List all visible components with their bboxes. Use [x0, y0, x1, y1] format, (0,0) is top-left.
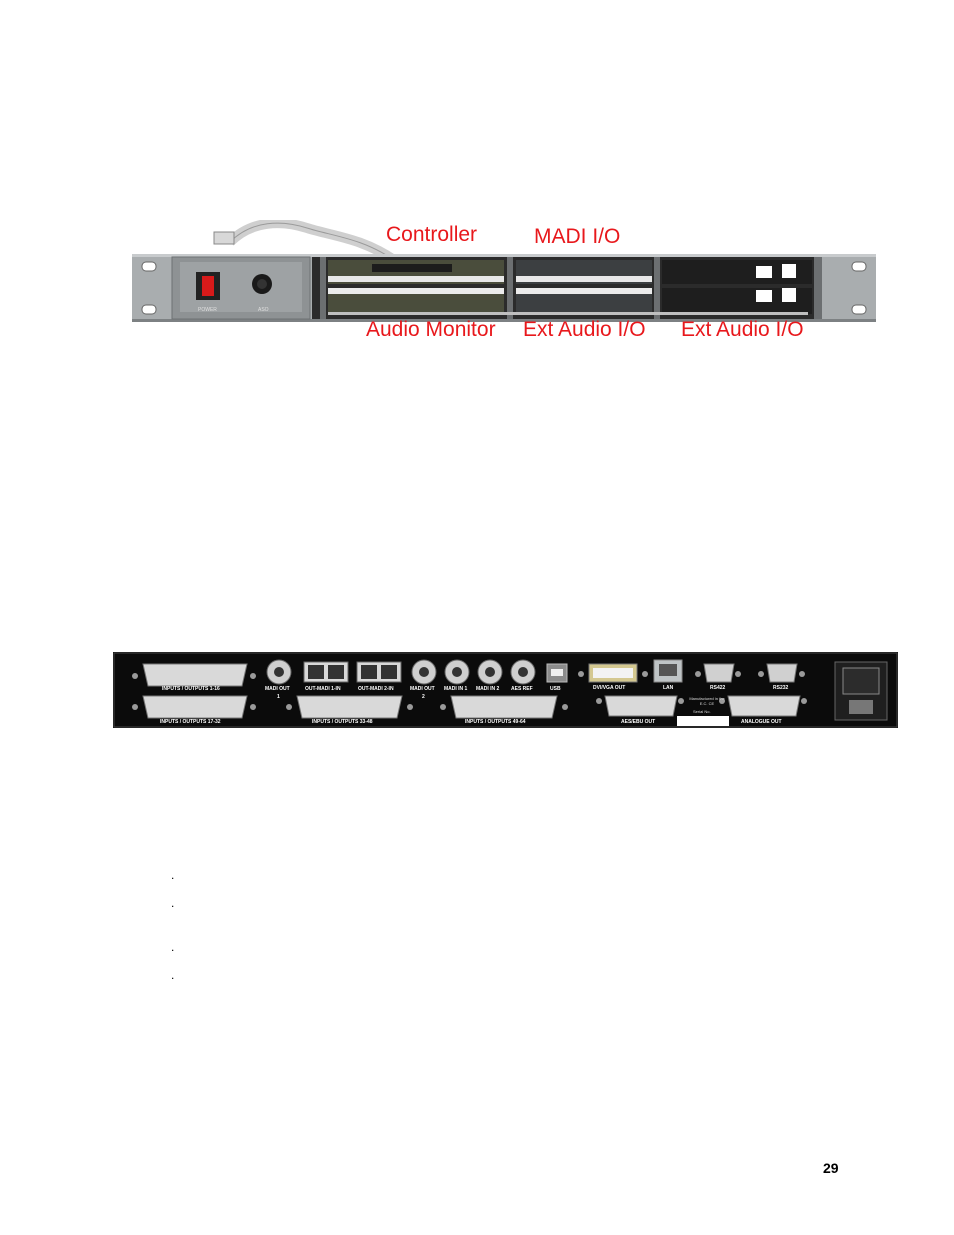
callout-ext-audio-io-1: Ext Audio I/O	[523, 318, 646, 341]
label-lan: LAN	[663, 685, 674, 691]
label-madi-out-1: MADI OUT	[265, 686, 290, 692]
label-aes-ref: AES REF	[511, 686, 533, 692]
callout-audio-monitor: Audio Monitor	[366, 318, 496, 341]
front-rack-unit	[132, 218, 876, 322]
bullet-2: .	[171, 896, 175, 910]
callout-madi-io: MADI I/O	[534, 225, 621, 248]
front-panel-photo: Controller MADI I/O Audio Monitor Ext Au…	[132, 218, 876, 350]
callout-ext-audio-io-2: Ext Audio I/O	[681, 318, 804, 341]
label-rs422: RS422	[710, 685, 726, 691]
label-out-madi-1-in: OUT-MADI 1-IN	[305, 686, 341, 692]
label-serial-no: Serial No.	[693, 709, 711, 714]
label-madi-out-1-num: 1	[277, 694, 280, 700]
bullet-3: .	[171, 940, 175, 954]
label-out-madi-2-in: OUT-MADI 2-IN	[358, 686, 394, 692]
rear-panel	[113, 652, 898, 728]
aso-label: ASO	[258, 307, 269, 313]
label-dvi-vga-out: DVI/VGA OUT	[593, 685, 626, 691]
label-madi-out-2-num: 2	[422, 694, 425, 700]
label-io-49-64: INPUTS / OUTPUTS 49-64	[465, 719, 526, 725]
rear-panel-photo: INPUTS / OUTPUTS 1-16 INPUTS / OUTPUTS 1…	[113, 652, 898, 728]
label-usb: USB	[550, 686, 561, 692]
label-madi-out-2: MADI OUT	[410, 686, 435, 692]
label-io-17-32: INPUTS / OUTPUTS 17-32	[160, 719, 221, 725]
label-io-33-48: INPUTS / OUTPUTS 33-48	[312, 719, 373, 725]
bullet-1: .	[171, 868, 175, 882]
label-rs232: RS232	[773, 685, 789, 691]
label-io-1-16: INPUTS / OUTPUTS 1-16	[162, 686, 220, 692]
label-analogue-out: ANALOGUE OUT	[741, 719, 782, 725]
callout-controller: Controller	[386, 223, 478, 246]
page-number: 29	[823, 1160, 839, 1176]
label-manufactured: Manufactured in the E.C. CE	[689, 696, 725, 706]
label-aes-ebu-out: AES/EBU OUT	[621, 719, 656, 725]
label-madi-in-1: MADI IN 1	[444, 686, 468, 692]
power-label: POWER	[198, 307, 217, 313]
label-madi-in-2: MADI IN 2	[476, 686, 500, 692]
bullet-4: .	[171, 968, 175, 982]
